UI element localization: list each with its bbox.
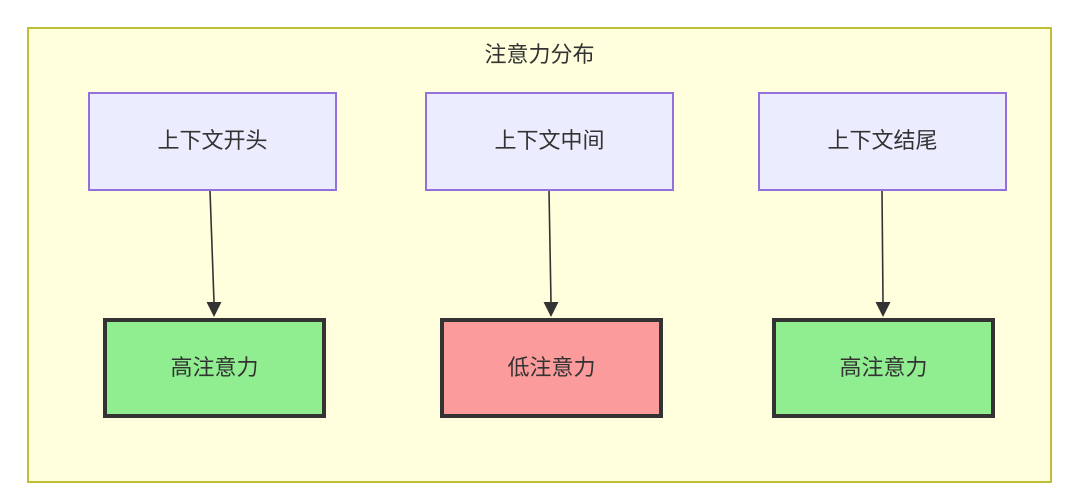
node-context-end-label: 上下文结尾 bbox=[827, 128, 938, 154]
node-context-end[interactable]: 上下文结尾 bbox=[758, 92, 1007, 191]
node-attention-high-start[interactable]: 高注意力 bbox=[103, 318, 326, 418]
node-attention-low-middle-label: 低注意力 bbox=[507, 354, 596, 380]
node-attention-high-end[interactable]: 高注意力 bbox=[772, 318, 995, 418]
node-attention-low-middle[interactable]: 低注意力 bbox=[440, 318, 663, 418]
node-context-start[interactable]: 上下文开头 bbox=[88, 92, 337, 191]
node-attention-high-start-label: 高注意力 bbox=[170, 354, 259, 380]
node-context-middle-label: 上下文中间 bbox=[494, 128, 605, 154]
node-context-start-label: 上下文开头 bbox=[157, 128, 268, 154]
node-context-middle[interactable]: 上下文中间 bbox=[425, 92, 674, 191]
subgraph-title: 注意力分布 bbox=[484, 42, 595, 67]
node-attention-high-end-label: 高注意力 bbox=[839, 354, 928, 380]
